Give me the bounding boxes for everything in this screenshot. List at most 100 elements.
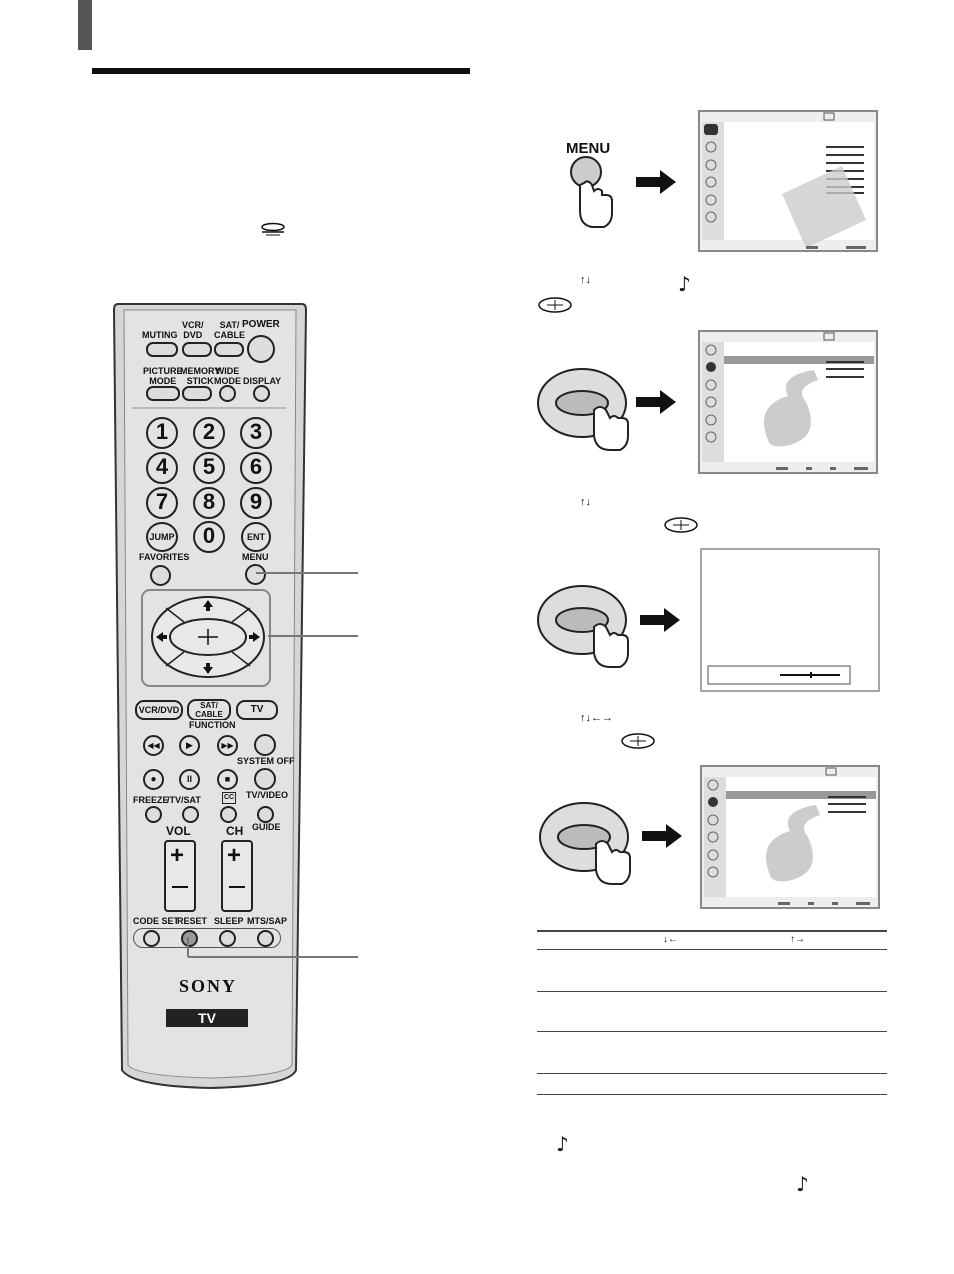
osd-screen-picture [698,110,878,252]
channel-rocker[interactable]: + [221,840,253,912]
osd-screen-adjust [700,548,880,692]
step1-menu-label: MENU [566,140,611,157]
stop-button[interactable]: ■ [217,769,238,790]
play-button[interactable]: ▶ [179,735,200,756]
power-button[interactable] [247,335,275,363]
record-button[interactable]: ● [143,769,164,790]
code-set-button[interactable] [143,930,160,947]
section-tab-marker [78,0,92,50]
pause-button[interactable]: II [179,769,200,790]
music-note-icon: ♪ [678,272,691,296]
function-sat-cable-button[interactable]: SAT/ CABLE [187,699,231,721]
step4-arrow-icon [642,824,682,848]
note-music-icon: ♪ [556,1132,569,1156]
bottom-button-group [133,928,281,948]
volume-rocker[interactable]: + [164,840,196,912]
rewind-button[interactable]: ◀◀ [143,735,164,756]
freeze-label: FREEZE [133,795,169,805]
fast-forward-button[interactable]: ▶▶ [217,735,238,756]
cc-label: CC [222,792,236,804]
step3-joystick-press-icon [537,585,629,668]
step1-press-hand-icon [570,156,613,228]
muting-label: MUTING [142,330,178,340]
step3-up-down-arrows-icon: ↑↓ [580,496,591,508]
blank-function-button[interactable] [254,734,276,756]
table-row [537,949,887,950]
menu-button-remote[interactable] [245,564,266,585]
digit-9-button[interactable]: 9 [240,487,272,519]
mts-sap-label: MTS/SAP [247,916,288,926]
menu-callout-line [256,572,358,574]
up-down-arrows-icon: ↑↓ [580,274,591,286]
channel-up-icon[interactable]: + [227,842,242,869]
channel-down-icon[interactable] [229,886,245,888]
all-direction-arrows-icon: ↑↓←→ [580,712,613,724]
vcr-dvd-button[interactable] [182,342,212,357]
memory-stick-button[interactable] [182,386,212,401]
tv-video-button[interactable] [257,806,274,823]
jump-button[interactable]: JUMP [146,522,178,552]
step3-select-button-icon [664,517,698,533]
digit-3-button[interactable]: 3 [240,417,272,449]
joystick-pad[interactable] [148,594,268,680]
volume-up-icon[interactable]: + [170,842,185,869]
function-tv-button[interactable]: TV [236,700,278,720]
vcr-dvd-label: VCR/ DVD [182,320,204,340]
memory-stick-label: MEMORY STICK [180,366,221,386]
memory-stick-icon [261,222,285,236]
digit-4-button[interactable]: 4 [146,452,178,484]
reset-button[interactable] [181,930,198,947]
select-button-icon [538,297,572,313]
muting-button[interactable] [146,342,178,357]
digit-7-button[interactable]: 7 [146,487,178,519]
table-top-rule [537,930,887,932]
table-row [537,1031,887,1032]
table-bottom-rule [537,1094,887,1095]
sat-cable-label: SAT/ CABLE [214,320,245,340]
ent-button[interactable]: ENT [241,522,271,552]
display-button[interactable] [253,385,270,402]
wide-mode-button[interactable] [219,385,236,402]
table-header-down-left: ↓← [663,934,678,945]
joystick-callout-line [268,635,358,637]
function-label: FUNCTION [187,720,238,730]
wide-mode-label: WIDE MODE [214,366,241,386]
step1-arrow-icon [636,170,676,194]
step3-arrow-icon [640,608,680,632]
picture-mode-label: PICTURE MODE [143,366,183,386]
cc-button[interactable] [220,806,237,823]
tv-sat-label: /TV/SAT [167,795,201,805]
step4-select-button-icon [621,733,655,749]
digit-6-button[interactable]: 6 [240,452,272,484]
function-vcr-dvd-button[interactable]: VCR/DVD [135,700,183,720]
table-header-up-right: ↑→ [790,934,805,945]
digit-5-button[interactable]: 5 [193,452,225,484]
digit-1-button[interactable]: 1 [146,417,178,449]
tv-sat-button[interactable] [182,806,199,823]
power-label: POWER [242,319,280,330]
digit-8-button[interactable]: 8 [193,487,225,519]
system-off-label: SYSTEM OFF [237,756,295,766]
display-label: DISPLAY [243,376,282,386]
freeze-button[interactable] [145,806,162,823]
digit-0-button[interactable]: 0 [193,521,225,553]
step4-joystick-press-icon [539,802,631,885]
sony-logo: SONY [178,976,237,996]
tv-video-label: TV/VIDEO [246,790,289,800]
sleep-button[interactable] [219,930,236,947]
tv-logo: TV [166,1009,248,1027]
osd-screen-audio [698,330,878,474]
table-row [537,991,887,992]
volume-down-icon[interactable] [172,886,188,888]
vol-label: VOL [166,824,191,838]
reset-callout-stem [187,937,189,957]
system-off-button[interactable] [254,768,276,790]
digit-2-button[interactable]: 2 [193,417,225,449]
favorites-button[interactable] [150,565,171,586]
mts-sap-button[interactable] [257,930,274,947]
table-row [537,1073,887,1074]
sat-cable-button[interactable] [214,342,244,357]
step2-joystick-press-icon [537,368,629,451]
favorites-label: FAVORITES [139,552,190,562]
picture-mode-button[interactable] [146,386,180,401]
